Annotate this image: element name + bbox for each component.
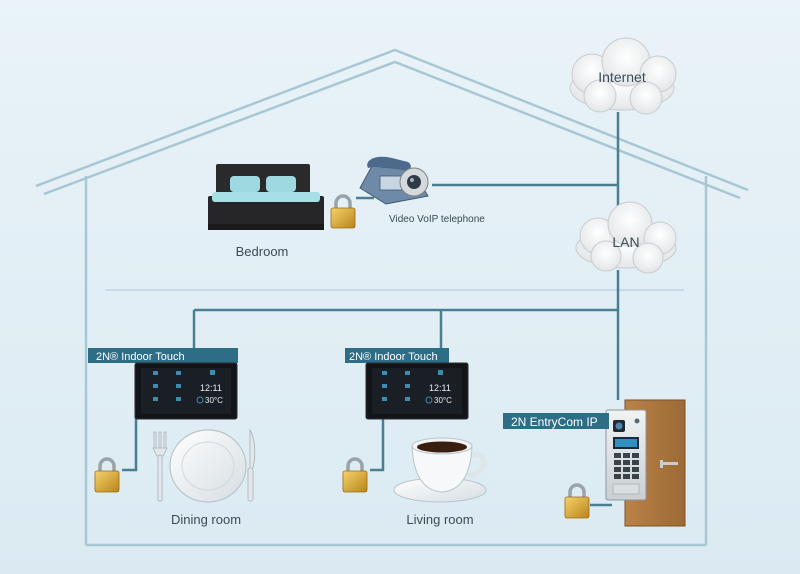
indoor-touch-2-label: 2N® Indoor Touch <box>349 351 438 363</box>
phone-label: Video VoIP telephone <box>389 214 485 225</box>
indoor-touch-1-label-box <box>88 348 238 363</box>
internet-cloud: Internet <box>569 37 677 115</box>
entrycom-label-box <box>503 413 609 429</box>
indoor-touch-2-time: 12:11 <box>429 383 451 393</box>
indoor-touch-unit-1: 2N® Indoor Touch 12:11 30°C <box>88 348 238 420</box>
indoor-touch-unit-2: 2N® Indoor Touch 12:11 30°C <box>345 348 469 420</box>
bed-icon <box>208 164 324 230</box>
lock-icon <box>94 457 120 493</box>
lan-label: LAN <box>612 234 639 250</box>
entrycom-panel-icon <box>605 409 647 501</box>
internet-label: Internet <box>598 69 646 85</box>
indoor-touch-2-temp: 30°C <box>434 396 452 405</box>
indoor-touch-1-label: 2N® Indoor Touch <box>96 351 185 363</box>
room-label-bedroom: Bedroom <box>236 244 289 259</box>
indoor-touch-1-time: 12:11 <box>200 383 222 393</box>
video-voip-telephone-icon <box>359 156 429 205</box>
lock-icon <box>330 194 356 229</box>
room-label-dining: Dining room <box>171 512 241 527</box>
room-label-living: Living room <box>406 512 473 527</box>
lock-icon <box>564 483 590 519</box>
indoor-touch-1-temp: 30°C <box>205 396 223 405</box>
coffee-cup-icon <box>393 437 487 503</box>
plate-and-cutlery-icon <box>152 428 256 503</box>
house-outline <box>35 48 749 547</box>
lock-icon <box>342 457 368 493</box>
entrycom-label: 2N EntryCom IP <box>511 415 598 429</box>
indoor-touch-2-label-box <box>345 348 449 363</box>
lan-cloud: LAN <box>575 201 677 274</box>
